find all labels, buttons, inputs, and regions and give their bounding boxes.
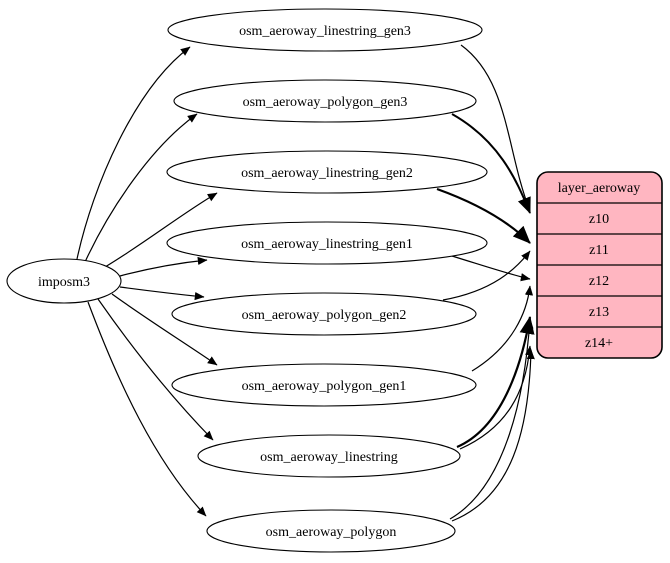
edge-imposm3-polygon-gen2: [119, 286, 205, 301]
edge-linestring-z13: [456, 316, 535, 449]
edge-polygon-gen2-z11: [442, 250, 531, 301]
edge-linestring-gen2-z11: [436, 187, 531, 244]
layer-row-z10: z10: [589, 212, 609, 227]
imposm3-label: imposm3: [38, 275, 90, 290]
layer-row-z14plus: z14+: [585, 336, 613, 351]
table-node-osm-aeroway-polygon-gen3: osm_aeroway_polygon_gen3: [173, 79, 477, 123]
edge-imposm3-linestring-gen1: [119, 256, 208, 277]
layer-title: layer_aeroway: [558, 181, 640, 196]
table-ellipse: [167, 8, 483, 52]
table-label: osm_aeroway_linestring: [260, 450, 398, 465]
edge-polygon-z13: [449, 318, 534, 520]
edge-linestring-gen1-z12: [451, 255, 531, 282]
edge-imposm3-polygon-gen3: [84, 113, 198, 263]
table-ellipse: [197, 434, 461, 478]
table-node-osm-aeroway-linestring-gen1: osm_aeroway_linestring_gen1: [166, 221, 488, 265]
edges-tables-to-layer: [436, 44, 535, 522]
table-label: osm_aeroway_polygon_gen3: [243, 95, 408, 110]
layer-row-z11: z11: [589, 243, 609, 258]
table-ellipse: [166, 221, 488, 265]
table-node-osm-aeroway-linestring-gen3: osm_aeroway_linestring_gen3: [167, 8, 483, 52]
edge-imposm3-linestring-gen2: [104, 192, 218, 268]
table-nodes: osm_aeroway_linestring_gen3 osm_aeroway_…: [166, 8, 488, 553]
edge-imposm3-linestring: [97, 298, 214, 441]
table-label: osm_aeroway_polygon_gen2: [242, 308, 407, 323]
table-label: osm_aeroway_polygon_gen1: [242, 379, 407, 394]
table-ellipse: [206, 509, 456, 553]
edge-linestring-z14: [459, 345, 534, 450]
edge-polygon-z14: [451, 349, 535, 522]
source-node-imposm3: imposm3: [6, 258, 122, 304]
table-ellipse: [171, 363, 477, 407]
table-node-osm-aeroway-polygon-gen1: osm_aeroway_polygon_gen1: [171, 363, 477, 407]
table-ellipse: [166, 150, 488, 194]
layer-row-z12: z12: [589, 274, 609, 289]
edge-polygon-gen3-z10: [451, 113, 531, 214]
table-label: osm_aeroway_linestring_gen1: [241, 237, 413, 252]
edge-linestring-gen3-z10: [460, 44, 531, 212]
table-label: osm_aeroway_linestring_gen3: [239, 24, 411, 39]
edges-source-to-tables: [76, 46, 218, 517]
imposm3-ellipse: [6, 258, 122, 304]
edge-imposm3-linestring-gen3: [76, 46, 191, 260]
edge-imposm3-polygon-gen1: [111, 293, 218, 366]
table-node-osm-aeroway-linestring: osm_aeroway_linestring: [197, 434, 461, 478]
table-node-osm-aeroway-polygon-gen2: osm_aeroway_polygon_gen2: [171, 292, 477, 336]
table-ellipse: [173, 79, 477, 123]
layer-row-z13: z13: [589, 305, 609, 320]
table-label: osm_aeroway_linestring_gen2: [241, 166, 413, 181]
table-ellipse: [171, 292, 477, 336]
edge-polygon-gen1-z12: [471, 285, 534, 372]
edge-imposm3-polygon: [87, 301, 207, 517]
table-node-osm-aeroway-polygon: osm_aeroway_polygon: [206, 509, 456, 553]
layer-node-layer-aeroway: layer_aeroway z10 z11 z12 z13 z14+: [536, 171, 663, 359]
table-label: osm_aeroway_polygon: [266, 525, 397, 540]
table-node-osm-aeroway-linestring-gen2: osm_aeroway_linestring_gen2: [166, 150, 488, 194]
